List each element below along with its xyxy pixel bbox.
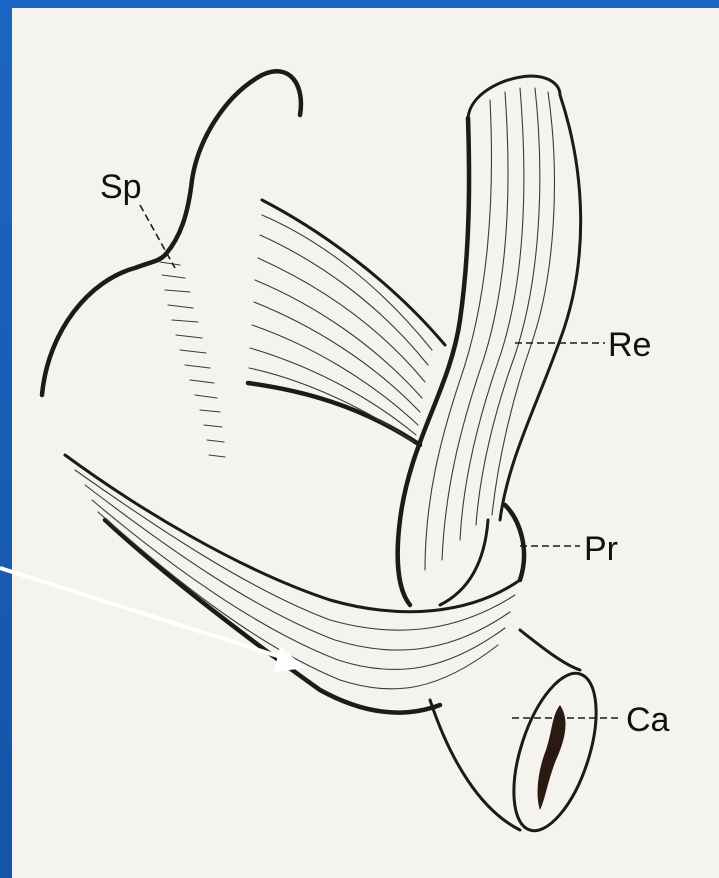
canal-upper <box>520 630 580 670</box>
lower-band-fibers <box>75 470 515 689</box>
upper-band-edge <box>248 383 420 445</box>
label-re: Re <box>608 326 651 364</box>
canal-outer <box>430 700 520 830</box>
label-ca: Ca <box>626 701 670 739</box>
puborectalis-loop-edge <box>505 505 524 580</box>
rectum-fibers <box>425 88 554 570</box>
label-sp: Sp <box>100 168 142 206</box>
upper-organ-outline <box>42 71 301 395</box>
label-pr: Pr <box>584 530 618 568</box>
puborectalis-loop-inner <box>440 520 488 605</box>
sphincter-hatching <box>160 262 225 457</box>
rectum-right-edge <box>500 95 581 520</box>
pointer-arrow <box>0 568 305 672</box>
rectum-top-opening <box>468 76 560 118</box>
rectum-left-edge <box>398 118 469 605</box>
canal-lumen <box>538 705 566 810</box>
upper-band-top-edge <box>262 200 445 345</box>
